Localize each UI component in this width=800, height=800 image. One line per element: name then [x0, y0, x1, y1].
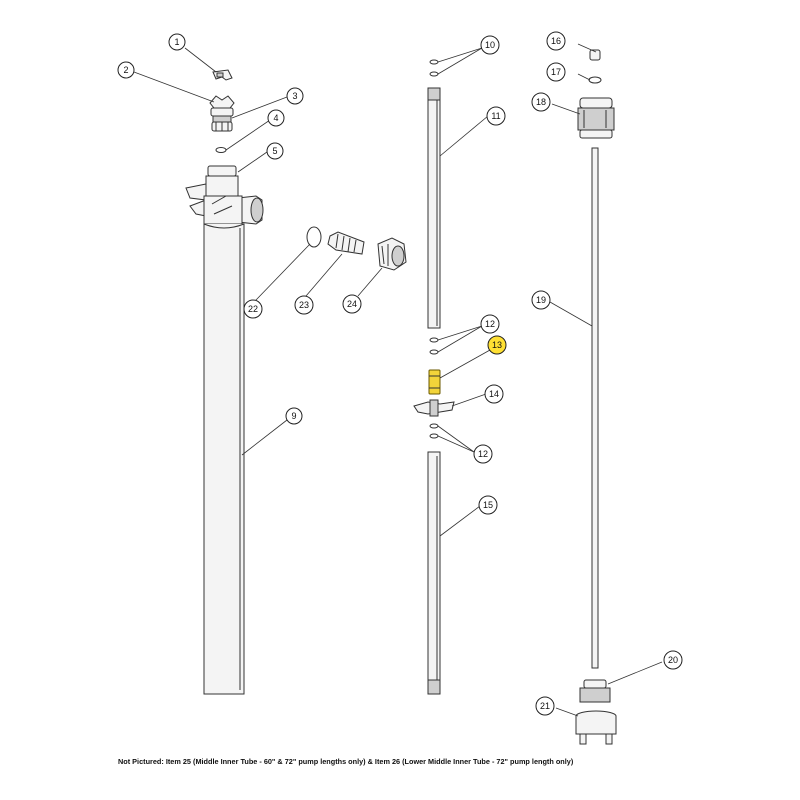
svg-text:22: 22 [248, 304, 258, 314]
part-23-hose-barb [327, 231, 365, 255]
svg-text:17: 17 [551, 67, 561, 77]
svg-text:15: 15 [483, 500, 493, 510]
callout-14: 14 [484, 384, 504, 404]
callout-19: 19 [531, 290, 551, 310]
part-9-outer-tube [203, 223, 245, 695]
svg-text:3: 3 [292, 91, 297, 101]
part-5-housing-head [185, 165, 264, 225]
callout-4: 4 [267, 109, 285, 127]
callout-11: 11 [486, 106, 506, 126]
svg-text:13: 13 [492, 340, 502, 350]
part-1-clip [212, 69, 233, 81]
callout-3: 3 [286, 87, 304, 105]
leader-lines [133, 43, 663, 717]
svg-text:4: 4 [273, 113, 278, 123]
part-21-foot [575, 710, 617, 745]
svg-text:11: 11 [491, 111, 500, 121]
callout-12-lower: 12 [473, 444, 493, 464]
svg-text:16: 16 [551, 36, 561, 46]
callout-22: 22 [243, 299, 263, 319]
callout-15: 15 [478, 495, 498, 515]
part-22-o-ring [306, 226, 322, 248]
callout-13-highlighted: 13 [487, 335, 507, 355]
part-11-upper-inner-tube [427, 87, 441, 329]
not-pictured-footnote: Not Pictured: Item 25 (Middle Inner Tube… [118, 757, 574, 766]
callout-9: 9 [285, 407, 303, 425]
callout-12-upper: 12 [480, 314, 500, 334]
svg-text:10: 10 [485, 40, 495, 50]
callout-18: 18 [531, 92, 551, 112]
callout-1: 1 [168, 33, 186, 51]
part-14-impeller [413, 399, 455, 417]
callout-20: 20 [663, 650, 683, 670]
svg-text:23: 23 [299, 300, 309, 310]
part-4-o-ring [215, 147, 227, 153]
callout-5: 5 [266, 142, 284, 160]
callout-21: 21 [535, 696, 555, 716]
svg-text:9: 9 [291, 411, 296, 421]
part-12-o-rings-lower [429, 423, 439, 439]
part-13-coupling [428, 369, 441, 395]
part-15-lower-inner-tube [427, 451, 441, 695]
part-2-3-valve [209, 95, 235, 132]
callout-2: 2 [117, 61, 135, 79]
part-16-cap [589, 49, 601, 61]
svg-text:21: 21 [540, 701, 550, 711]
svg-text:18: 18 [536, 97, 546, 107]
callout-24: 24 [342, 294, 362, 314]
part-12-o-rings-upper [429, 337, 439, 355]
callout-17: 17 [546, 62, 566, 82]
svg-text:1: 1 [174, 37, 179, 47]
part-18-bearing [577, 97, 615, 139]
part-17-washer [588, 76, 602, 84]
svg-text:12: 12 [478, 449, 488, 459]
callout-10: 10 [480, 35, 500, 55]
svg-text:19: 19 [536, 295, 546, 305]
svg-text:24: 24 [347, 299, 357, 309]
callout-16: 16 [546, 31, 566, 51]
svg-text:12: 12 [485, 319, 495, 329]
part-10-o-rings [429, 59, 439, 77]
svg-text:14: 14 [489, 389, 499, 399]
callout-23: 23 [294, 295, 314, 315]
svg-text:2: 2 [123, 65, 128, 75]
part-24-nut [377, 237, 407, 271]
part-19-drive-shaft [591, 147, 599, 669]
svg-text:5: 5 [272, 146, 277, 156]
svg-text:20: 20 [668, 655, 678, 665]
part-20-bearing-lower [579, 679, 611, 703]
